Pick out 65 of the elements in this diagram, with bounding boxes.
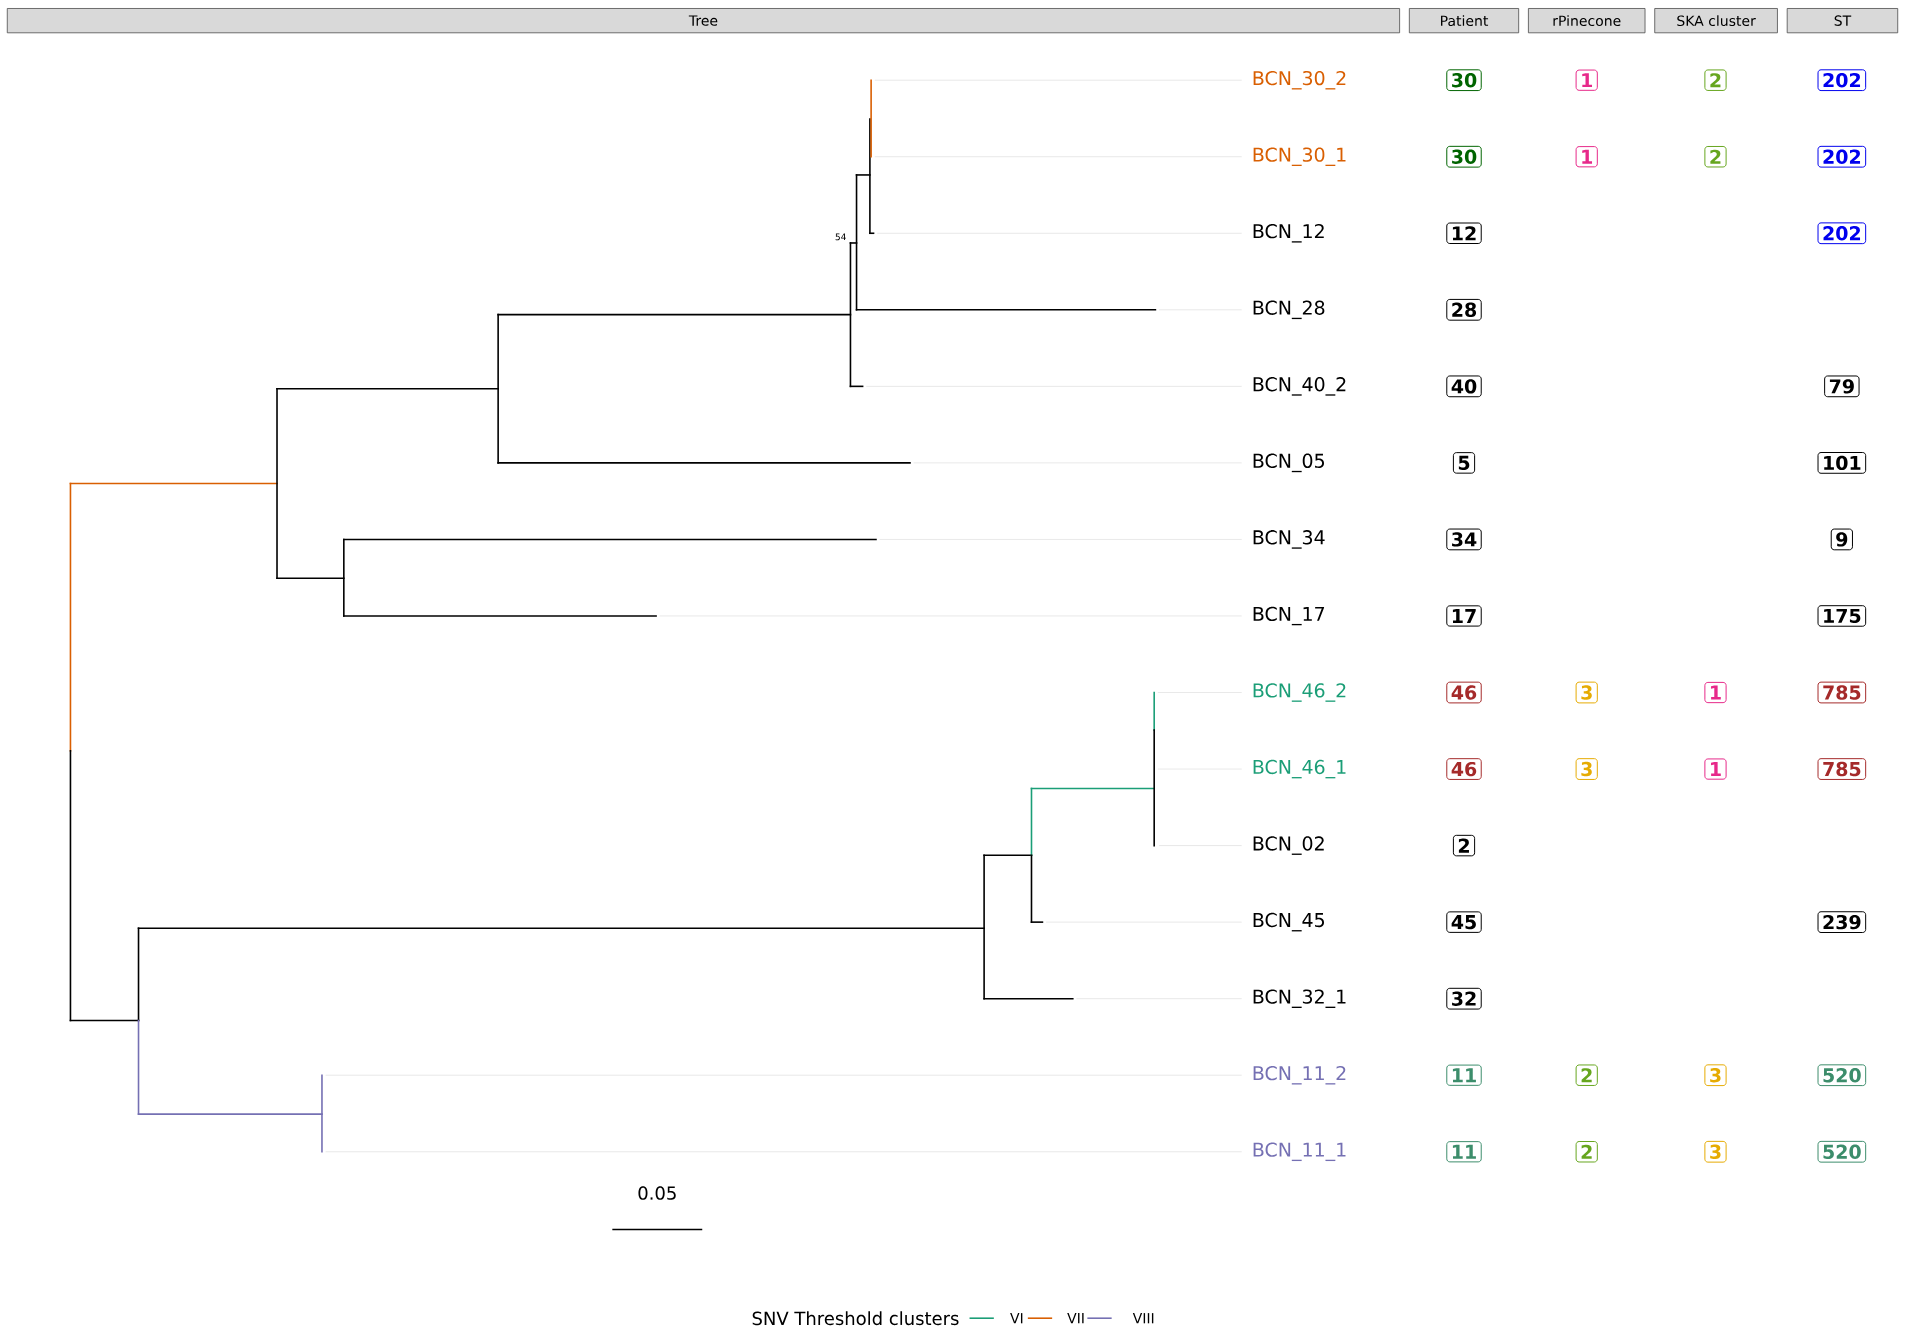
legend-label: VI: [1010, 1313, 1023, 1324]
table-cell: 28: [1446, 299, 1482, 321]
table-cell: 30: [1446, 69, 1482, 92]
tip-label: BCN_30_2: [1253, 71, 1346, 90]
table-cell: 40: [1446, 375, 1482, 398]
tip-label: BCN_46_2: [1253, 683, 1346, 703]
column-header: rPinecone: [1528, 8, 1646, 34]
table-cell: 11: [1446, 1064, 1482, 1087]
table-cell: 202: [1817, 222, 1867, 245]
table-cell: 2: [1575, 1064, 1598, 1087]
table-cell: 45: [1446, 911, 1482, 934]
table-cell: 3: [1704, 1141, 1727, 1163]
tip-label: BCN_02: [1253, 836, 1324, 856]
table-cell: 101: [1817, 452, 1867, 474]
tip-label: BCN_34: [1253, 530, 1325, 549]
scale-label: 0.05: [638, 1186, 676, 1201]
column-header: SKA cluster: [1654, 8, 1778, 34]
table-cell: 12: [1446, 222, 1482, 245]
table-cell: 1: [1704, 682, 1727, 704]
tip-label: BCN_28: [1253, 300, 1325, 320]
table-cell: 202: [1817, 146, 1867, 168]
table-cell: 32: [1446, 988, 1482, 1010]
table-cell: 3: [1575, 758, 1598, 781]
tip-label: BCN_12: [1253, 224, 1324, 243]
table-cell: 1: [1575, 146, 1598, 168]
table-cell: 202: [1817, 69, 1867, 92]
column-header: ST: [1786, 8, 1899, 34]
table-cell: 3: [1704, 1064, 1727, 1087]
table-cell: 1: [1704, 758, 1727, 780]
table-cell: 5: [1452, 452, 1476, 474]
table-cell: 46: [1446, 758, 1482, 781]
table-cell: 785: [1817, 758, 1867, 781]
table-cell: 79: [1824, 375, 1860, 398]
legend-label: VIII: [1132, 1313, 1154, 1324]
table-cell: 785: [1817, 681, 1867, 704]
tip-label: BCN_17: [1253, 606, 1325, 626]
bootstrap-value: 54: [835, 233, 846, 241]
table-cell: 2: [1704, 146, 1727, 168]
tip-label: BCN_46_1: [1253, 759, 1346, 779]
tip-label: BCN_32_1: [1253, 989, 1346, 1009]
tip-label: BCN_30_1: [1253, 147, 1346, 167]
tip-label: BCN_05: [1253, 453, 1324, 473]
table-cell: 30: [1446, 146, 1482, 168]
column-header: Patient: [1408, 8, 1520, 34]
table-cell: 2: [1575, 1141, 1598, 1163]
table-cell: 2: [1452, 835, 1476, 857]
table-cell: 17: [1446, 605, 1482, 627]
table-cell: 46: [1446, 681, 1482, 704]
table-cell: 2: [1704, 69, 1727, 92]
table-cell: 520: [1817, 1064, 1867, 1087]
table-cell: 3: [1575, 681, 1598, 704]
legend-title: SNV Threshold clusters: [752, 1311, 959, 1326]
table-cell: 34: [1446, 528, 1482, 551]
table-cell: 1: [1575, 69, 1598, 92]
tip-label: BCN_11_2: [1253, 1066, 1346, 1085]
column-header: Tree: [6, 8, 1400, 34]
table-cell: 11: [1446, 1141, 1482, 1163]
table-cell: 175: [1817, 605, 1867, 627]
tip-label: BCN_45: [1253, 913, 1324, 932]
legend-label: VII: [1067, 1313, 1084, 1324]
table-cell: 520: [1817, 1141, 1867, 1163]
tip-label: BCN_11_1: [1253, 1142, 1346, 1162]
table-cell: 239: [1817, 911, 1867, 934]
tip-label: BCN_40_2: [1253, 377, 1346, 396]
table-cell: 9: [1830, 528, 1853, 551]
